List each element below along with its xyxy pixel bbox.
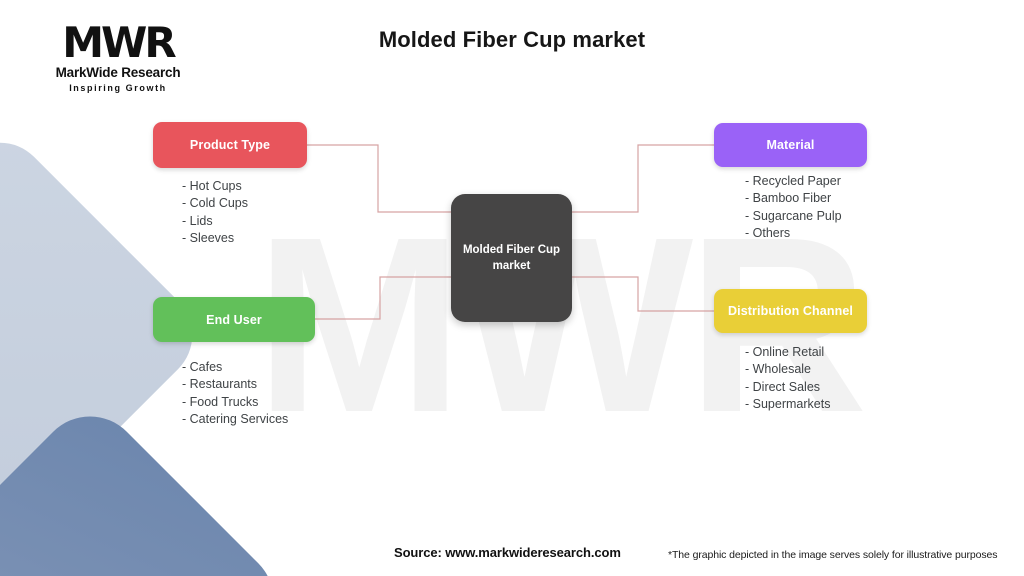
branch-node-product-type[interactable]: Product Type — [153, 122, 307, 168]
list-item: - Cafes — [182, 360, 223, 374]
list-item: - Recycled Paper — [745, 174, 841, 188]
logo: MWR MarkWide Research Inspiring Growth — [18, 18, 218, 94]
item-list-product-type: - Hot Cups - Cold Cups - Lids - Sleeves — [182, 178, 248, 248]
list-item: - Food Trucks — [182, 394, 259, 409]
item-list-distribution-channel: - Online Retail - Wholesale - Direct Sal… — [745, 344, 830, 414]
center-node[interactable]: Molded Fiber Cup market — [451, 194, 572, 322]
list-item: - Lids — [182, 213, 213, 228]
list-item: - Catering Services — [182, 412, 289, 427]
list-item: - Wholesale — [745, 362, 811, 377]
list-item: - Bamboo Fiber — [745, 191, 832, 206]
list-item: - Online Retail — [745, 345, 825, 359]
list-item: - Cold Cups — [182, 196, 248, 211]
branch-node-end-user[interactable]: End User — [153, 297, 315, 342]
footer-source: Source: www.markwideresearch.com — [394, 545, 621, 560]
list-item: - Sleeves — [182, 231, 235, 246]
logo-mark-icon: MWR — [62, 18, 176, 67]
connector-end-user — [315, 276, 452, 320]
footer-disclaimer: *The graphic depicted in the image serve… — [668, 549, 998, 561]
list-item: - Restaurants — [182, 377, 258, 392]
list-item: - Hot Cups — [182, 179, 242, 193]
connector-distribution-channel — [572, 276, 714, 312]
item-list-end-user: - Cafes - Restaurants - Food Trucks - Ca… — [182, 359, 288, 429]
branch-node-distribution-channel[interactable]: Distribution Channel — [714, 289, 867, 333]
connector-product-type — [307, 144, 452, 213]
logo-tagline: Inspiring Growth — [69, 83, 167, 93]
page-title: Molded Fiber Cup market — [378, 27, 646, 52]
list-item: - Sugarcane Pulp — [745, 208, 842, 223]
logo-company-name: MarkWide Research — [55, 65, 181, 80]
connector-material — [572, 144, 714, 213]
list-item: - Direct Sales — [745, 379, 821, 394]
list-item: - Others — [745, 226, 791, 241]
list-item: - Supermarkets — [745, 397, 831, 412]
item-list-material: - Recycled Paper - Bamboo Fiber - Sugarc… — [745, 173, 842, 243]
branch-node-material[interactable]: Material — [714, 123, 867, 167]
